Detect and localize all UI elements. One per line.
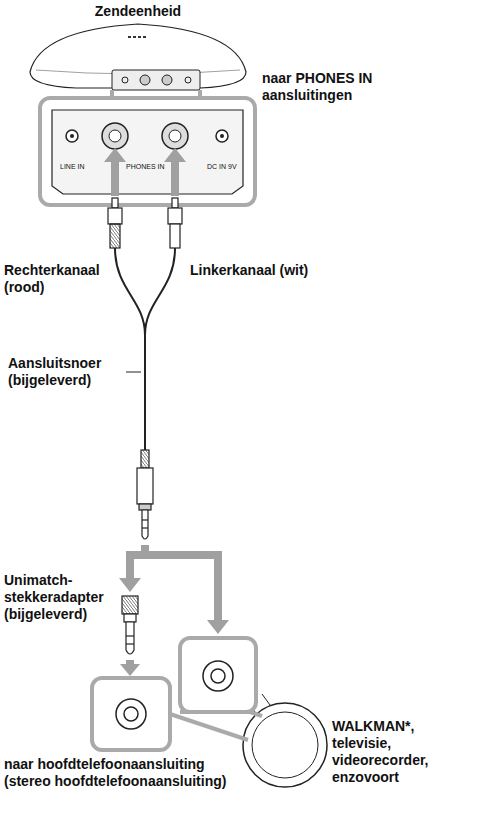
rca-plug bbox=[108, 198, 182, 248]
leader-line bbox=[126, 372, 141, 373]
unit-heading-box: Zendeenheid bbox=[20, 0, 256, 22]
cable bbox=[115, 248, 175, 450]
jack-label: naar hoofdtelefoonaansluiting (stereo ho… bbox=[4, 756, 240, 790]
insert-arrow bbox=[104, 148, 186, 196]
jack-label: PHONES IN bbox=[126, 162, 165, 171]
callout-frame bbox=[40, 90, 255, 205]
jack-label: LINE IN bbox=[60, 162, 85, 171]
channel-label: Linkerkanaal (wit) bbox=[190, 262, 360, 279]
transmitter bbox=[30, 24, 246, 90]
jack-callout bbox=[92, 638, 262, 750]
adapter bbox=[122, 596, 138, 654]
rear-panel bbox=[52, 110, 243, 194]
device-label: WALKMAN*, televisie, videorecorder, enzo… bbox=[332, 718, 477, 786]
panel-box: LINE IN PHONES IN DC IN 9V bbox=[52, 110, 243, 194]
connector-label: naar PHONES IN aansluitingen bbox=[262, 70, 392, 104]
jack-label: DC IN 9V bbox=[207, 162, 237, 171]
unit-title: Zendeenheid bbox=[20, 3, 256, 19]
mini-plug bbox=[137, 450, 153, 539]
channel-label: Rechterkanaal (rood) bbox=[4, 262, 112, 296]
adapter-label: Unimatch- stekkeradapter (bijgeleverd) bbox=[4, 572, 114, 623]
cable-label: Aansluitsnoer (bijgeleverd) bbox=[8, 355, 124, 389]
